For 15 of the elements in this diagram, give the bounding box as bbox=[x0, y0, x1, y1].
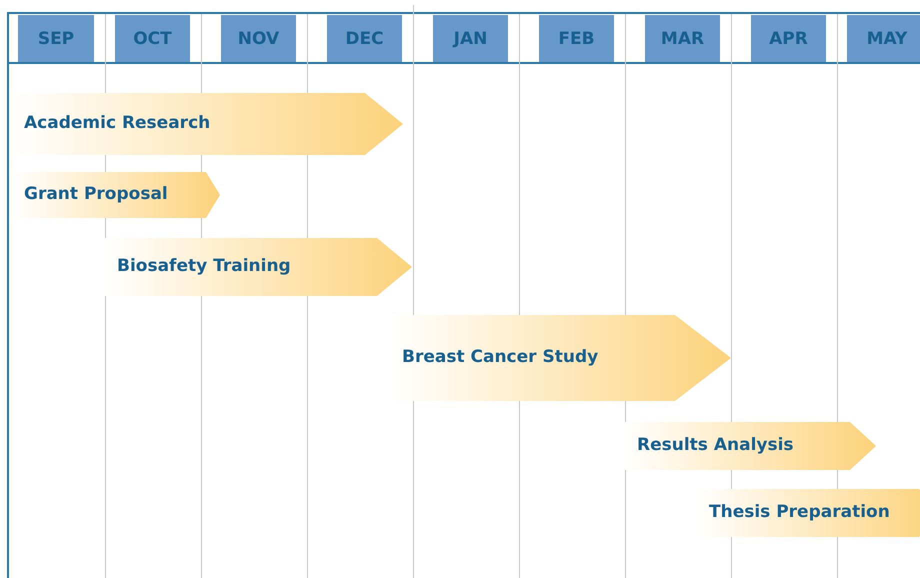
task-label: Grant Proposal bbox=[24, 184, 168, 204]
month-header: APR bbox=[751, 15, 826, 62]
task-label: Thesis Preparation bbox=[709, 502, 890, 522]
month-header: SEP bbox=[18, 15, 94, 62]
task-label: Biosafety Training bbox=[117, 256, 291, 276]
task-label: Breast Cancer Study bbox=[402, 347, 598, 367]
month-header: NOV bbox=[221, 15, 296, 62]
month-header: JAN bbox=[433, 15, 508, 62]
task-label: Results Analysis bbox=[637, 435, 794, 455]
month-header: MAY bbox=[847, 15, 920, 62]
month-header: MAR bbox=[645, 15, 720, 62]
month-header: OCT bbox=[115, 15, 190, 62]
month-header: DEC bbox=[327, 15, 402, 62]
month-header: FEB bbox=[539, 15, 614, 62]
task-label: Academic Research bbox=[24, 113, 210, 133]
